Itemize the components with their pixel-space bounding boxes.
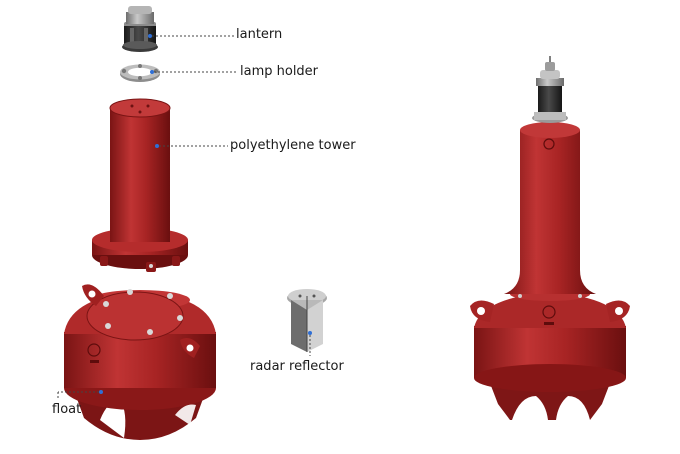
label-lamp-holder: lamp holder [240,64,319,79]
label-tower: polyethylene tower [230,138,356,153]
tower-part [92,98,188,272]
assembled-buoy [470,56,630,420]
float-leader [57,391,99,400]
label-radar-reflector: radar reflector [250,359,344,374]
radar-reflector-part [287,289,327,352]
lantern-part [122,6,158,52]
lamp-holder-part [120,64,160,82]
float-part [64,284,216,440]
label-float: float [52,402,82,417]
label-lantern: lantern [236,27,283,42]
